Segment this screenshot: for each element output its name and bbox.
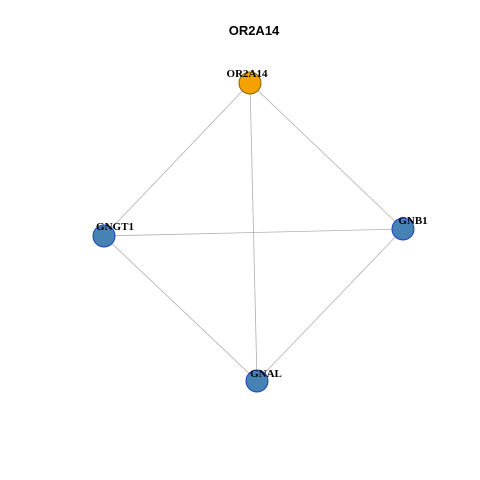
node-circle xyxy=(92,224,116,248)
edge-gngt1-gnal xyxy=(103,235,258,382)
edge-or2a14-gngt1 xyxy=(103,82,251,237)
node-label: OR2A14 xyxy=(227,68,268,80)
node-gnb1: GNB1 xyxy=(391,215,428,241)
node-circle xyxy=(245,369,269,393)
node-circle xyxy=(238,71,262,95)
edge-or2a14-gnb1 xyxy=(249,82,404,230)
node-gngt1: GNGT1 xyxy=(92,221,134,248)
edge-or2a14-gnal xyxy=(249,82,258,382)
node-label: GNAL xyxy=(250,368,282,380)
edge-gnb1-gnal xyxy=(256,228,404,382)
node-label: GNGT1 xyxy=(96,221,134,233)
node-gnal: GNAL xyxy=(245,368,282,393)
edge-gngt1-gnb1 xyxy=(103,228,404,237)
diagram-title: OR2A14 xyxy=(229,23,280,38)
edges-layer xyxy=(103,82,404,382)
node-or2a14: OR2A14 xyxy=(227,68,268,95)
node-circle xyxy=(391,217,415,241)
node-label: GNB1 xyxy=(398,215,427,227)
